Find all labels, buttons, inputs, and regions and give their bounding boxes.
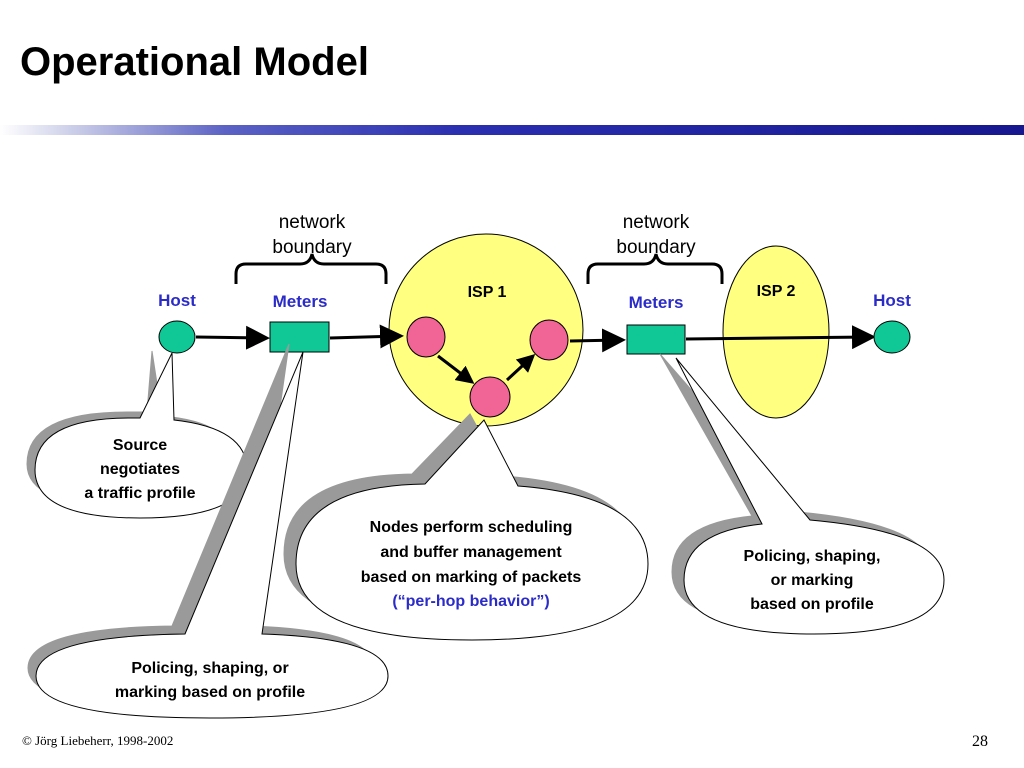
boundary-left-label-2: boundary <box>272 237 352 258</box>
boundary-brace-right <box>586 253 724 284</box>
boundary-right-label-1: network <box>623 212 690 233</box>
callout-meter-right-line-1: Policing, shaping, <box>744 548 881 565</box>
isp2-label: ISP 2 <box>757 283 796 300</box>
callout-nodes-line-3: based on marking of packets <box>361 569 582 586</box>
callout-source-line-1: Source <box>113 437 167 454</box>
flow-arrow-meter-to-host <box>685 325 876 350</box>
isp1-label: ISP 1 <box>468 284 507 301</box>
callout-meter-right-line-2: or marking <box>771 572 854 589</box>
router-node-right <box>529 319 569 361</box>
title-divider <box>0 125 1024 135</box>
copyright-footer: © Jörg Liebeherr, 1998-2002 <box>22 733 174 748</box>
callout-meter-left: Policing, shaping, or marking based on p… <box>27 343 389 719</box>
flow-arrow-meter-to-isp1 <box>329 324 404 349</box>
callout-meter-right-line-3: based on profile <box>750 596 874 613</box>
callout-nodes-line-2: and buffer management <box>380 544 562 561</box>
callout-source: Source negotiates a traffic profile <box>26 350 248 519</box>
meters-left-label: Meters <box>273 292 328 311</box>
boundary-right-label-2: boundary <box>616 237 696 258</box>
flow-arrow-node-to-node-down <box>437 354 475 384</box>
callout-meter-left-line-1: Policing, shaping, or <box>131 660 288 677</box>
host-left-node <box>158 320 196 354</box>
host-right-node <box>873 320 911 354</box>
router-node-left <box>406 316 446 358</box>
router-node-bottom <box>469 376 511 418</box>
callout-meter-right: Policing, shaping, or marking based on p… <box>659 353 945 635</box>
page-number: 28 <box>972 733 988 750</box>
host-right-label: Host <box>873 291 911 310</box>
callout-nodes-highlight: (“per-hop behavior”) <box>392 593 549 610</box>
boundary-left-label-1: network <box>279 212 346 233</box>
boundary-brace-left <box>234 253 388 284</box>
meter-left-box <box>269 321 330 353</box>
flow-arrow-host-to-meter <box>195 325 270 350</box>
host-left-label: Host <box>158 291 196 310</box>
meter-right-box <box>626 324 686 355</box>
callout-nodes: Nodes perform scheduling and buffer mana… <box>283 413 649 641</box>
flow-arrow-node-to-node-up <box>505 353 536 382</box>
callout-nodes-line-1: Nodes perform scheduling <box>370 519 573 536</box>
slide-title: Operational Model <box>20 40 369 84</box>
callout-source-line-2: negotiates <box>100 461 180 478</box>
callout-meter-left-line-2: marking based on profile <box>115 684 305 701</box>
flow-arrow-isp1-to-meter <box>569 328 626 353</box>
isp2-region <box>722 245 830 419</box>
meters-right-label: Meters <box>629 293 684 312</box>
callout-source-line-3: a traffic profile <box>84 485 195 502</box>
